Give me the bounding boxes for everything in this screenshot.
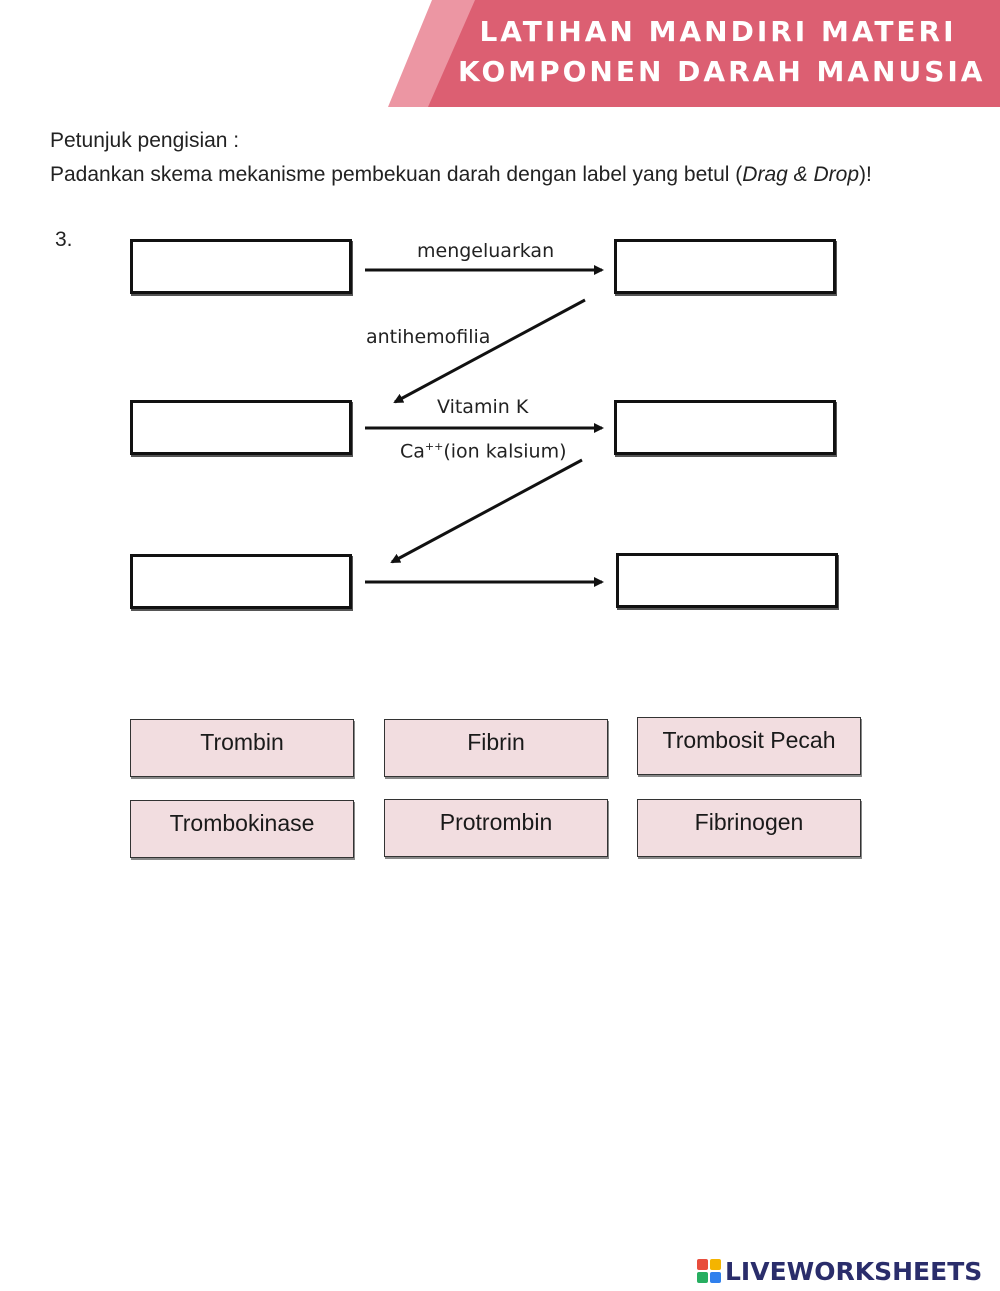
- logo-tile-blue: [710, 1272, 721, 1283]
- drag-tile-label: Trombokinase: [169, 810, 315, 836]
- drop-box-row3-left[interactable]: [130, 554, 352, 609]
- page-title-line2: KOMPONEN DARAH MANUSIA: [458, 55, 986, 88]
- drag-tile-protrombin[interactable]: Protrombin: [384, 799, 608, 857]
- liveworksheets-logo-text: LIVEWORKSHEETS: [725, 1256, 983, 1286]
- header-banner: LATIHAN MANDIRI MATERI KOMPONEN DARAH MA…: [0, 0, 1000, 110]
- drag-tile-trombosit-pecah[interactable]: Trombosit Pecah: [637, 717, 861, 775]
- arrow-diagonal1: [393, 298, 586, 404]
- label-calcium-ion: Ca++(ion kalsium): [400, 440, 567, 462]
- label-calcium-prefix: Ca: [400, 440, 425, 463]
- label-vitamin-k: Vitamin K: [437, 396, 529, 418]
- drag-tile-trombokinase[interactable]: Trombokinase: [130, 800, 354, 858]
- instructions-text-emphasis: Drag & Drop: [742, 163, 860, 186]
- drag-tile-fibrinogen[interactable]: Fibrinogen: [637, 799, 861, 857]
- drag-tile-label: Trombin: [200, 729, 284, 755]
- question-number: 3.: [55, 228, 73, 251]
- label-mengeluarkan: mengeluarkan: [417, 240, 555, 262]
- instructions-heading: Petunjuk pengisian :: [50, 129, 240, 152]
- logo-tile-red: [697, 1259, 708, 1270]
- drop-box-row3-right[interactable]: [616, 553, 838, 608]
- drag-tile-fibrin[interactable]: Fibrin: [384, 719, 608, 777]
- logo-tile-yellow: [710, 1259, 721, 1270]
- instructions-text-after: )!: [859, 163, 872, 186]
- label-calcium-superscript: ++: [424, 440, 444, 453]
- drag-tile-trombin[interactable]: Trombin: [130, 719, 354, 777]
- label-antihemofilia: antihemofilia: [366, 326, 491, 348]
- drag-tile-label: Trombosit Pecah: [662, 727, 836, 753]
- clotting-diagram: [365, 265, 604, 587]
- drop-box-row1-right[interactable]: [614, 239, 836, 294]
- label-calcium-suffix: (ion kalsium): [443, 440, 567, 463]
- drag-tile-label: Fibrin: [467, 729, 525, 755]
- drag-tile-label: Protrombin: [439, 809, 553, 835]
- drop-box-row1-left[interactable]: [130, 239, 352, 294]
- page-title-line1: LATIHAN MANDIRI MATERI: [479, 15, 957, 48]
- drag-tile-label: Fibrinogen: [694, 809, 804, 835]
- arrow-diagonal2: [390, 458, 583, 564]
- banner-shape: [388, 0, 1000, 107]
- banner-main-shape: [428, 0, 1000, 107]
- instructions-text-before: Padankan skema mekanisme pembekuan darah…: [50, 163, 743, 186]
- page-title: LATIHAN MANDIRI MATERI KOMPONEN DARAH MA…: [458, 12, 986, 92]
- drop-box-row2-right[interactable]: [614, 400, 836, 455]
- liveworksheets-logo-icon: [697, 1259, 721, 1283]
- drop-box-row2-left[interactable]: [130, 400, 352, 455]
- liveworksheets-logo[interactable]: LIVEWORKSHEETS: [697, 1255, 982, 1287]
- instructions-text: Padankan skema mekanisme pembekuan darah…: [50, 162, 872, 188]
- logo-tile-green: [697, 1272, 708, 1283]
